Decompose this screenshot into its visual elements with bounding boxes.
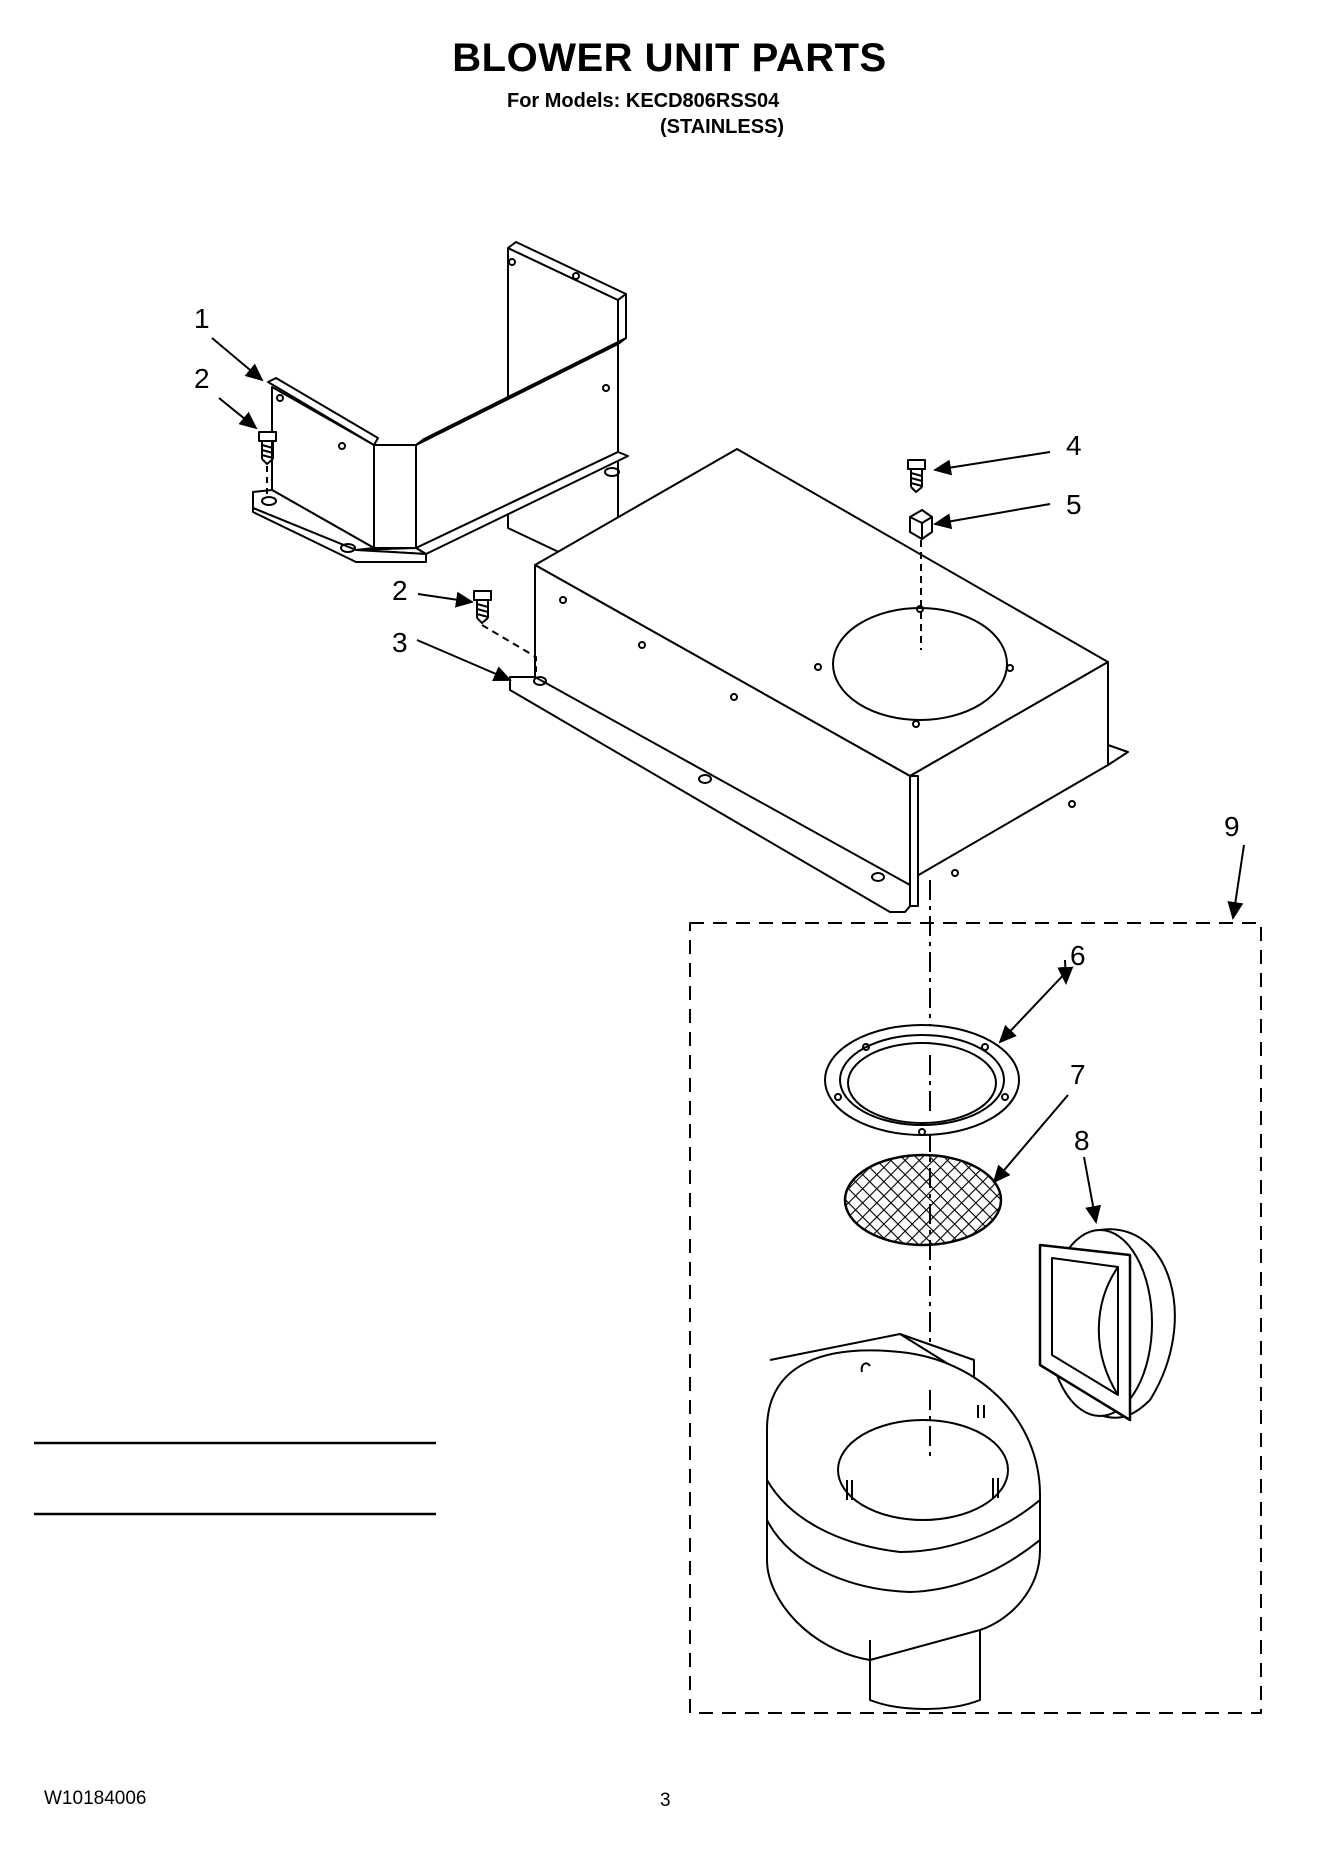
- callout-7: 7: [1070, 1059, 1086, 1090]
- callout-6: 6: [1070, 940, 1086, 971]
- blower-housing: [766, 1333, 1041, 1710]
- part-5-nut: [909, 509, 933, 540]
- callout-4: 4: [1066, 430, 1082, 461]
- callout-2-left: 2: [194, 363, 210, 394]
- models-line: For Models: KECD806RSS04: [507, 90, 780, 112]
- document-id: W10184006: [44, 1788, 147, 1809]
- part-2-screw-right: [473, 590, 537, 672]
- page-title: BLOWER UNIT PARTS: [452, 36, 887, 80]
- callout-9: 9: [1224, 811, 1240, 842]
- callout-8: 8: [1074, 1125, 1090, 1156]
- part-3-housing: [509, 448, 1129, 913]
- callout-5: 5: [1066, 489, 1082, 520]
- callout-1: 1: [194, 303, 210, 334]
- part-6-ring: [824, 1024, 1020, 1136]
- callout-3: 3: [392, 627, 408, 658]
- part-2-screw-left: [258, 431, 277, 495]
- part-4-screw: [907, 459, 926, 493]
- callout-2-right: 2: [392, 575, 408, 606]
- part-8-transition-duct: [1038, 1228, 1176, 1422]
- page-number: 3: [660, 1790, 671, 1811]
- part-9-kit-boundary: [689, 922, 1262, 1714]
- part-1-bracket: [252, 241, 629, 581]
- part-7-mesh-screen: [843, 1153, 1003, 1247]
- finish-label: (STAINLESS): [660, 116, 785, 138]
